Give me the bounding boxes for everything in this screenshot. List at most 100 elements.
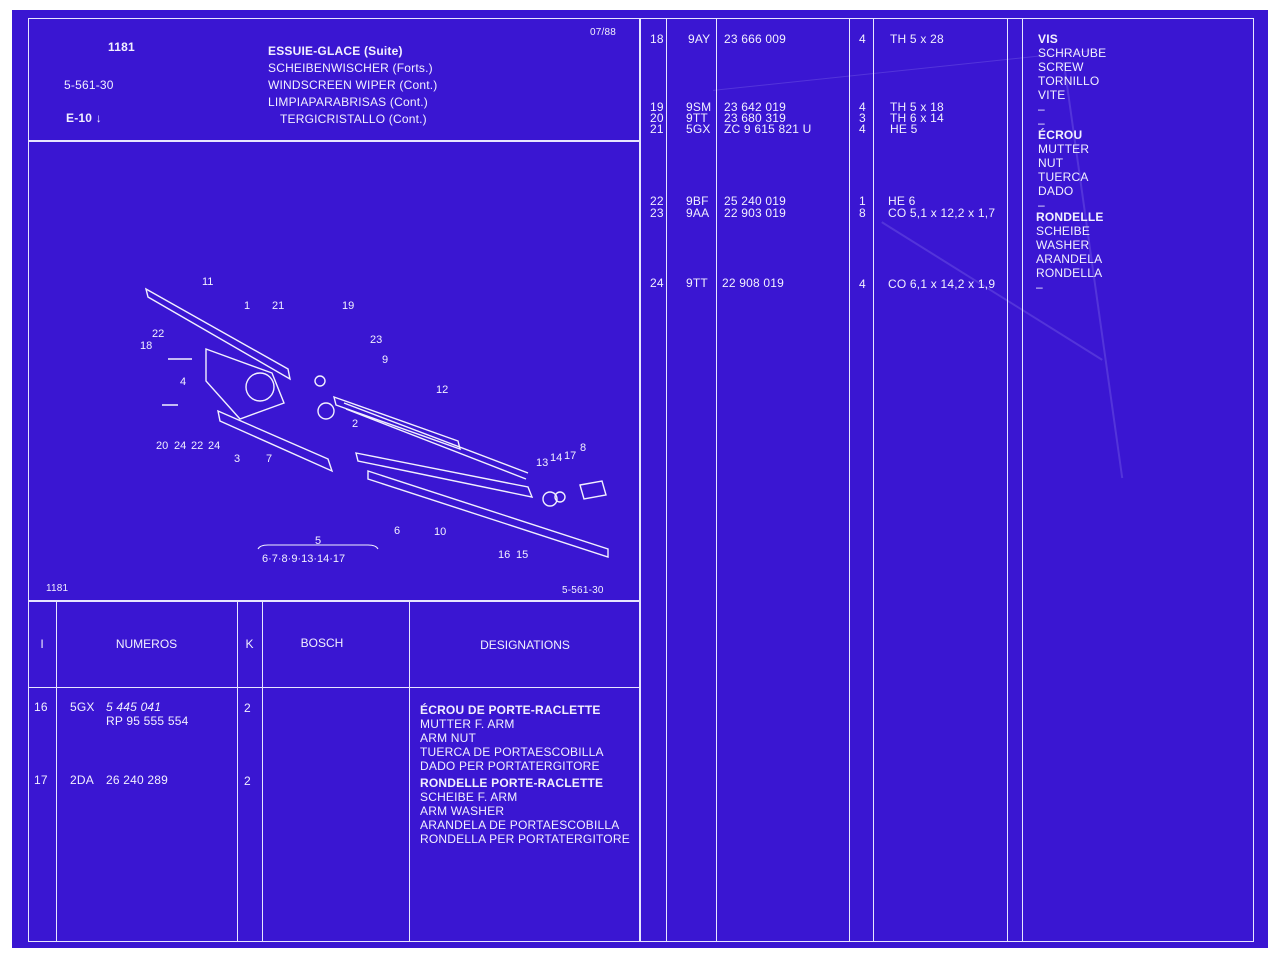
callout-14: 14 [550, 452, 562, 464]
lower-divider-index [56, 600, 57, 942]
row-number: 23 680 319 [724, 111, 787, 125]
designation-line: DADO [1038, 184, 1074, 198]
wiper-arm-10 [355, 452, 534, 498]
header-bosch: BOSCH [300, 636, 344, 650]
divider-main [639, 18, 641, 942]
callout-24: 24 [174, 440, 186, 452]
divider-col-index [666, 18, 667, 942]
callout-4: 4 [180, 376, 186, 388]
row-code: 2DA [70, 773, 94, 787]
designation-line: SCHEIBE F. ARM [420, 790, 518, 804]
divider-col-spec [1007, 18, 1008, 942]
row-code: 9TT [686, 111, 708, 125]
row-spec: CO 5,1 x 12,2 x 1,7 [888, 206, 996, 220]
nut-13 [542, 491, 558, 507]
designation-line: ARANDELA [1036, 252, 1103, 266]
row-code: 5GX [70, 700, 95, 714]
designation-line: MUTTER F. ARM [420, 717, 515, 731]
callout-2: 2 [352, 418, 358, 430]
callout-16: 16 [498, 549, 510, 561]
bolts-18-20 [162, 358, 192, 406]
row-index: 24 [650, 276, 664, 290]
row-number: 22 903 019 [724, 206, 787, 220]
group-code-col: 9BF 9AA [686, 194, 709, 220]
callout-3: 3 [234, 453, 240, 465]
row-k: 2 [244, 701, 251, 715]
callout-1: 1 [244, 300, 250, 312]
designation-line: – [1038, 198, 1045, 212]
row-k: 2 [244, 774, 251, 788]
part-number: RP 95 555 554 [106, 714, 189, 728]
row-index: 17 [34, 773, 48, 787]
callout-9: 9 [382, 354, 388, 366]
arrow-down-icon: ↓ [95, 111, 102, 125]
spindle-2 [317, 402, 335, 420]
assembly-brace [257, 544, 379, 550]
designation-vis: VIS SCHRAUBE SCREW TORNILLO VITE – – [1038, 32, 1106, 130]
divider-col-code [716, 18, 717, 942]
lower-divider-numbers [237, 600, 238, 942]
callout-11: 11 [202, 276, 213, 288]
callout-12: 12 [436, 384, 448, 396]
row-code: 9AY [688, 32, 711, 46]
ref-code: 5-561-30 [64, 78, 114, 92]
lower-divider-k [262, 600, 263, 942]
header-index: I [40, 637, 44, 651]
callout-21: 21 [272, 300, 284, 312]
title-fr: ESSUIE-GLACE (Suite) [268, 44, 403, 58]
row-index: 16 [34, 700, 48, 714]
diagram-callouts: 11 1 21 19 22 18 23 9 4 12 2 20 24 22 24… [140, 276, 586, 565]
divider-col-qty [873, 18, 874, 942]
callout-20: 20 [156, 440, 168, 452]
designation-title: ÉCROU [1038, 128, 1083, 142]
header-separator [28, 140, 640, 142]
page-number: 1181 [108, 40, 135, 54]
assembly-parts: 6·7·8·9·13·14·17 [262, 553, 345, 565]
section-code: E-10 ↓ [66, 111, 102, 125]
pivot-8 [579, 480, 607, 500]
row-designations: ÉCROU DE PORTE-RACLETTE MUTTER F. ARM AR… [420, 703, 604, 773]
designation-line: – [1038, 102, 1045, 116]
row-qty: 8 [859, 206, 866, 220]
group-number-col: 23 642 019 23 680 319 ZC 9 615 821 U [724, 100, 812, 136]
designation-line: ARM WASHER [420, 804, 505, 818]
linkage-rod-7 [217, 409, 334, 473]
designation-title: ÉCROU DE PORTE-RACLETTE [420, 703, 601, 717]
row-qty: 4 [859, 122, 866, 136]
row-code: 9SM [686, 100, 712, 114]
assembly-number: 5 [315, 535, 321, 547]
designation-title: RONDELLE PORTE-RACLETTE [420, 776, 604, 790]
designation-line: ARM NUT [420, 731, 477, 745]
row-spec: TH 6 x 14 [890, 111, 944, 125]
row-designations: RONDELLE PORTE-RACLETTE SCHEIBE F. ARM A… [420, 776, 630, 846]
part-number: 5 445 041 [106, 700, 162, 714]
callout-8: 8 [580, 442, 586, 454]
title-es: LIMPIAPARABRISAS (Cont.) [268, 95, 428, 109]
row-qty: 3 [859, 111, 866, 125]
row-qty: 4 [859, 32, 866, 46]
row-code: 9BF [686, 194, 709, 208]
part-number: 26 240 289 [106, 773, 169, 787]
header-designations: DESIGNATIONS [480, 638, 570, 652]
callout-10: 10 [434, 526, 446, 538]
callout-15: 15 [516, 549, 528, 561]
designation-title: RONDELLE [1036, 210, 1104, 224]
header-numbers: NUMEROS [115, 637, 178, 651]
designation-line: DADO PER PORTATERGITORE [420, 759, 600, 773]
row-spec: TH 5 x 18 [890, 100, 944, 114]
designation-line: MUTTER [1038, 142, 1090, 156]
designation-ecrou: ÉCROU MUTTER NUT TUERCA DADO – [1038, 128, 1089, 212]
callout-19: 19 [342, 300, 354, 312]
designation-line: SCHEIBE [1036, 224, 1091, 238]
title-de: SCHEIBENWISCHER (Forts.) [268, 61, 433, 75]
designation-line: – [1038, 116, 1045, 130]
row-index: 19 [650, 100, 664, 114]
sheet-frame [28, 18, 1254, 942]
diagram-separator [28, 600, 640, 602]
designation-line: TUERCA DE PORTAESCOBILLA [420, 745, 604, 759]
callout-7: 7 [266, 453, 272, 465]
parts-sheet: 1181 5-561-30 E-10 ↓ 07/88 ESSUIE-GLACE … [12, 10, 1268, 948]
designation-line: ARANDELA DE PORTAESCOBILLA [420, 818, 620, 832]
group-number-col: 25 240 019 22 903 019 [724, 194, 786, 220]
wiper-blade-6 [367, 470, 609, 558]
